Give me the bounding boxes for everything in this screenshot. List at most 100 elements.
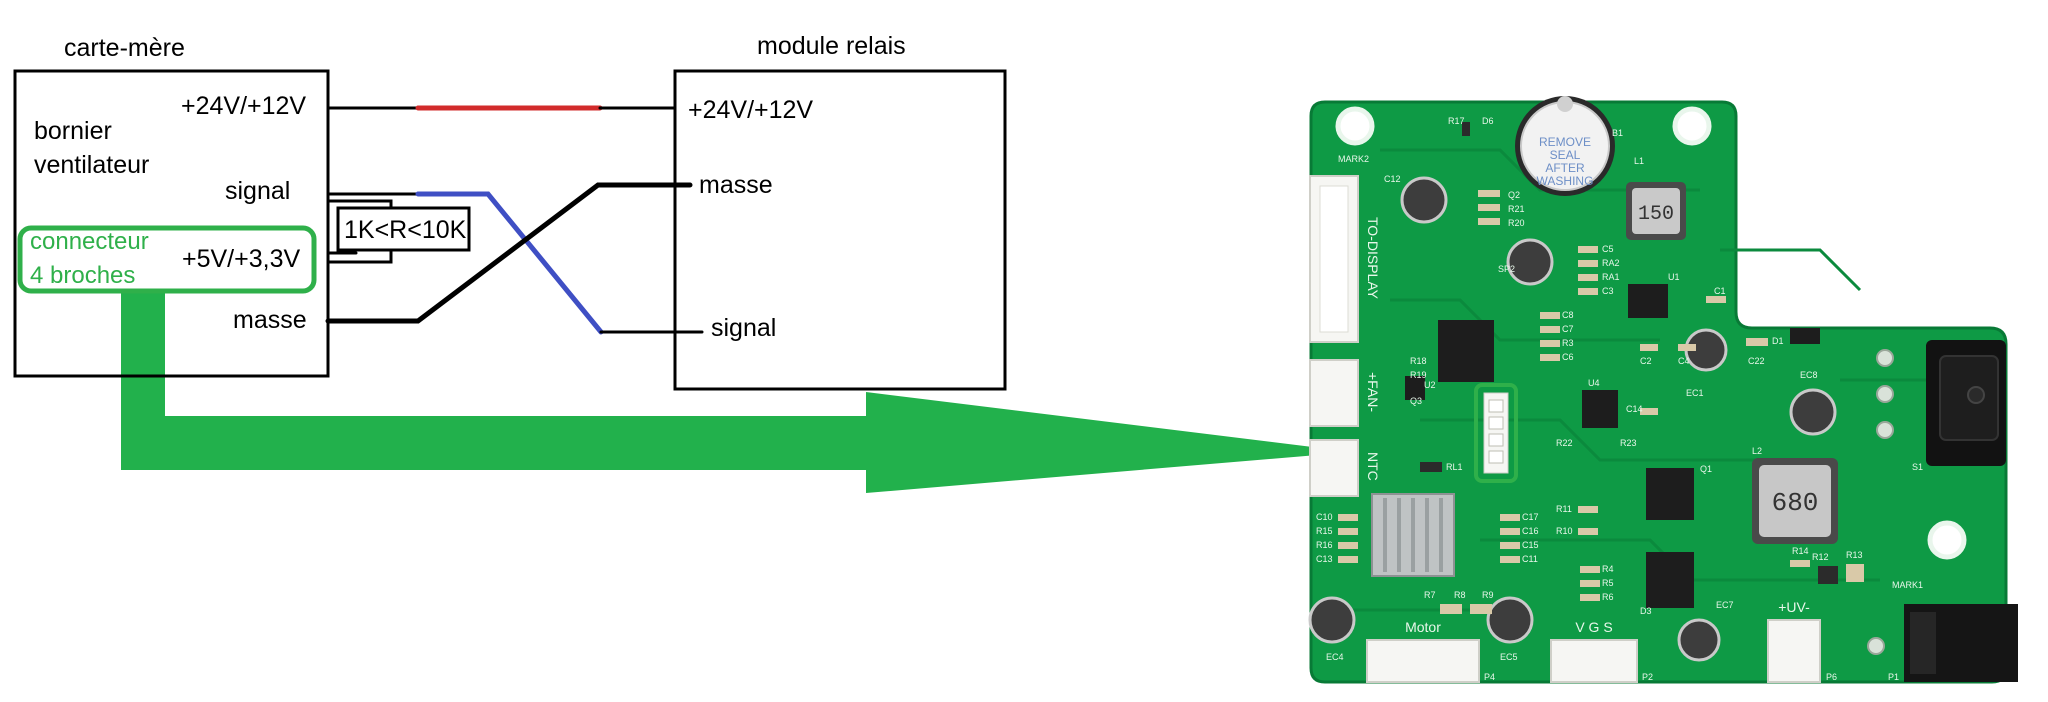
part-label: C2 bbox=[1640, 356, 1652, 366]
part-label: C3 bbox=[1602, 286, 1614, 296]
bottom-connectors: Motor V G S +UV- bbox=[1366, 599, 1821, 683]
connector-label-line1: connecteur bbox=[30, 228, 149, 255]
terminal-label-line1: bornier bbox=[34, 117, 112, 145]
part-label: C12 bbox=[1384, 174, 1401, 184]
relay-pin-power: +24V/+12V bbox=[688, 96, 813, 124]
part-label: Q1 bbox=[1700, 464, 1712, 474]
dc-jack bbox=[1904, 604, 2018, 682]
board-4pin-connector bbox=[1474, 383, 1518, 483]
resistor-lead-bottom bbox=[326, 248, 393, 264]
controller-board-photo: REMOVE SEAL AFTER WASHING 150 680 TO-D bbox=[1308, 96, 2018, 684]
part-label: L1 bbox=[1634, 156, 1644, 166]
part-label: RL1 bbox=[1446, 462, 1463, 472]
part-label: R20 bbox=[1508, 218, 1525, 228]
inductor-680: 680 bbox=[1752, 458, 1838, 544]
part-label: MARK2 bbox=[1338, 154, 1369, 164]
part-label: R12 bbox=[1812, 552, 1829, 562]
connector-label-line2: 4 broches bbox=[30, 262, 135, 289]
part-label: U2 bbox=[1424, 380, 1436, 390]
part-label: R22 bbox=[1556, 438, 1573, 448]
part-label: R15 bbox=[1316, 526, 1333, 536]
part-label: EC4 bbox=[1326, 652, 1344, 662]
part-label: P6 bbox=[1826, 672, 1837, 682]
relay-box bbox=[673, 69, 1007, 391]
part-label: R10 bbox=[1556, 526, 1573, 536]
part-label: R6 bbox=[1602, 592, 1614, 602]
part-label: EC7 bbox=[1716, 600, 1734, 610]
part-label: P1 bbox=[1888, 672, 1899, 682]
relay-block: module relais +24V/+12V masse signal bbox=[673, 32, 1007, 391]
heatsink bbox=[1371, 493, 1455, 577]
part-label: D1 bbox=[1772, 336, 1784, 346]
mb-pin-power: +24V/+12V bbox=[181, 92, 306, 120]
power-switch bbox=[1926, 340, 2006, 466]
buzzer-text-1: REMOVE bbox=[1539, 135, 1591, 149]
part-label: R21 bbox=[1508, 204, 1525, 214]
part-label: R17 bbox=[1448, 116, 1465, 126]
part-label: C11 bbox=[1522, 554, 1538, 564]
part-label: RA1 bbox=[1602, 272, 1620, 282]
part-label: SP2 bbox=[1498, 264, 1515, 274]
motherboard-title: carte-mère bbox=[64, 34, 185, 62]
mb-pin-signal: signal bbox=[225, 177, 290, 205]
part-label: R18 bbox=[1410, 356, 1427, 366]
buzzer: REMOVE SEAL AFTER WASHING bbox=[1515, 96, 1615, 196]
relay-pin-signal: signal bbox=[711, 314, 776, 342]
wire-signal-blue bbox=[415, 191, 604, 335]
resistor: 1K<R<10K bbox=[336, 206, 471, 252]
part-label: P4 bbox=[1484, 672, 1495, 682]
part-label: R9 bbox=[1482, 590, 1494, 600]
part-label: S1 bbox=[1912, 462, 1923, 472]
bottom-label-uv: +UV- bbox=[1778, 599, 1810, 615]
wiring bbox=[325, 105, 704, 335]
resistor-lead-top bbox=[326, 199, 393, 210]
part-label: MARK1 bbox=[1892, 580, 1923, 590]
part-label: C22 bbox=[1748, 356, 1765, 366]
part-label: RA2 bbox=[1602, 258, 1620, 268]
inductor-150-label: 150 bbox=[1638, 203, 1674, 226]
green-arrow bbox=[121, 290, 1353, 493]
buzzer-text-2: SEAL bbox=[1550, 148, 1581, 162]
part-label: C16 bbox=[1522, 526, 1539, 536]
part-label: C4 bbox=[1678, 356, 1690, 366]
part-label: P2 bbox=[1642, 672, 1653, 682]
part-label: B1 bbox=[1612, 128, 1623, 138]
part-label: U4 bbox=[1588, 378, 1600, 388]
part-label: R4 bbox=[1602, 564, 1614, 574]
part-label: C14 bbox=[1626, 404, 1643, 414]
part-label: R5 bbox=[1602, 578, 1614, 588]
header-label-ntc: NTC bbox=[1365, 452, 1381, 481]
part-label: D3 bbox=[1640, 606, 1652, 616]
bottom-label-motor: Motor bbox=[1405, 619, 1441, 635]
inductor-150: 150 bbox=[1626, 182, 1686, 240]
bottom-label-vgs: V G S bbox=[1575, 619, 1612, 635]
part-label: C5 bbox=[1602, 244, 1614, 254]
part-label: U1 bbox=[1668, 272, 1680, 282]
part-label: C1 bbox=[1714, 286, 1726, 296]
part-label: R16 bbox=[1316, 540, 1333, 550]
part-label: C8 bbox=[1562, 310, 1574, 320]
part-label: C15 bbox=[1522, 540, 1539, 550]
part-label: R3 bbox=[1562, 338, 1574, 348]
part-label: C7 bbox=[1562, 324, 1574, 334]
part-label: EC8 bbox=[1800, 370, 1818, 380]
part-label: C13 bbox=[1316, 554, 1333, 564]
ic-chips bbox=[1405, 284, 1820, 608]
relay-title: module relais bbox=[757, 32, 906, 60]
buzzer-text-4: WASHING bbox=[1537, 174, 1594, 188]
wire-ground bbox=[325, 182, 693, 324]
resistor-box bbox=[336, 206, 471, 252]
part-label: Q3 bbox=[1410, 396, 1422, 406]
buzzer-text-3: AFTER bbox=[1545, 161, 1585, 175]
part-label: R7 bbox=[1424, 590, 1436, 600]
part-label: R19 bbox=[1410, 370, 1427, 380]
part-label: Q2 bbox=[1508, 190, 1520, 200]
motherboard-box bbox=[13, 69, 330, 378]
part-label: C17 bbox=[1522, 512, 1539, 522]
part-label: C6 bbox=[1562, 352, 1574, 362]
mounting-holes bbox=[1335, 106, 1967, 655]
mb-pin-ground: masse bbox=[233, 306, 307, 334]
mb-pin-logic: +5V/+3,3V bbox=[182, 245, 300, 273]
smd-components bbox=[1338, 122, 1864, 614]
